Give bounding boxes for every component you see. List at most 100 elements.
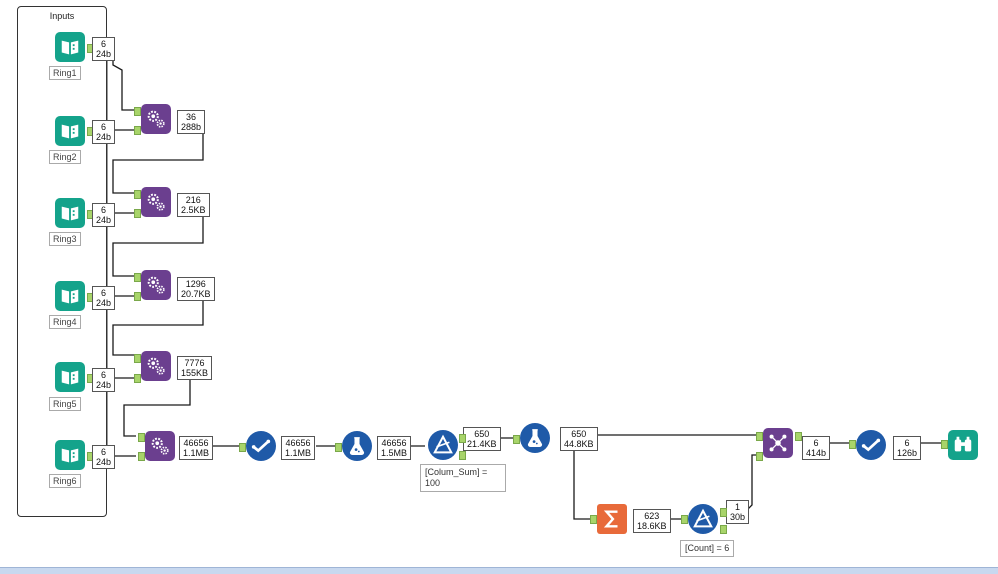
append-fields-tool-2[interactable] — [141, 187, 171, 217]
wire-append2-append3 — [112, 208, 204, 277]
input-anchor[interactable] — [134, 292, 141, 301]
select-check-icon — [861, 438, 881, 452]
tool-label-ring1: Ring1 — [49, 66, 81, 80]
filter-triangle-icon — [693, 508, 713, 528]
wire-formula2-summarize — [573, 450, 592, 520]
join-multiple-icon — [769, 434, 787, 452]
browse-tool[interactable] — [948, 430, 978, 460]
tool-label-ring3: Ring3 — [49, 232, 81, 246]
input-anchor[interactable] — [134, 209, 141, 218]
tool-label-ring4: Ring4 — [49, 315, 81, 329]
filter-tool-2[interactable] — [688, 504, 718, 534]
input-anchor[interactable] — [756, 452, 763, 461]
input-tool-ring6[interactable] — [55, 440, 85, 470]
input-tool-ring5[interactable] — [55, 362, 85, 392]
input-anchor[interactable] — [335, 443, 342, 452]
filter-tool-1[interactable] — [428, 430, 458, 460]
false-anchor[interactable] — [459, 451, 466, 460]
formula-tool-1[interactable] — [342, 431, 372, 461]
formula-flask-icon — [349, 437, 365, 455]
formula-tool-2[interactable] — [520, 423, 550, 453]
append-fields-gears-icon — [147, 276, 165, 294]
wire-ring1-append1 — [112, 47, 136, 111]
wire-append1-append2 — [112, 126, 204, 194]
input-anchor[interactable] — [239, 443, 246, 452]
inputs-container[interactable]: Inputs — [17, 6, 107, 517]
select-tool-2[interactable] — [856, 430, 886, 460]
formula-flask-icon — [527, 429, 543, 447]
filter-triangle-icon — [433, 434, 453, 454]
append-fields-tool-3[interactable] — [141, 270, 171, 300]
tool-label-ring6: Ring6 — [49, 474, 81, 488]
summarize-sigma-icon — [603, 510, 618, 528]
browse-binoculars-icon — [954, 436, 972, 452]
wire-append4-append5 — [123, 376, 191, 437]
false-anchor[interactable] — [720, 525, 727, 534]
true-anchor[interactable] — [459, 434, 466, 443]
output-anchor[interactable] — [795, 432, 802, 441]
tool-label-ring2: Ring2 — [49, 150, 81, 164]
book-input-icon — [61, 206, 79, 221]
input-anchor[interactable] — [756, 432, 763, 441]
select-tool-1[interactable] — [246, 431, 276, 461]
join-multiple-tool[interactable] — [763, 428, 793, 458]
book-input-icon — [61, 448, 79, 463]
append-fields-tool-5[interactable] — [145, 431, 175, 461]
append-fields-tool-1[interactable] — [141, 104, 171, 134]
input-anchor[interactable] — [513, 435, 520, 444]
input-tool-ring3[interactable] — [55, 198, 85, 228]
book-input-icon — [61, 124, 79, 139]
input-anchor[interactable] — [138, 452, 145, 461]
append-fields-gears-icon — [147, 193, 165, 211]
book-input-icon — [61, 370, 79, 385]
input-tool-ring2[interactable] — [55, 116, 85, 146]
summarize-tool[interactable] — [597, 504, 627, 534]
input-tool-ring1[interactable] — [55, 32, 85, 62]
input-anchor[interactable] — [134, 273, 141, 282]
filter1-annotation: [Colum_Sum] = 100 — [420, 464, 506, 492]
tool-label-ring5: Ring5 — [49, 397, 81, 411]
input-anchor[interactable] — [941, 440, 948, 449]
input-anchor[interactable] — [590, 515, 597, 524]
true-anchor[interactable] — [720, 508, 727, 517]
input-anchor[interactable] — [134, 107, 141, 116]
input-anchor[interactable] — [134, 126, 141, 135]
filter2-annotation: [Count] = 6 — [680, 540, 735, 557]
input-anchor[interactable] — [134, 190, 141, 199]
append-fields-gears-icon — [147, 357, 165, 375]
wire-filter2-join — [746, 454, 758, 511]
append-fields-gears-icon — [147, 110, 165, 128]
append-fields-gears-icon — [151, 437, 169, 455]
input-tool-ring4[interactable] — [55, 281, 85, 311]
input-anchor[interactable] — [134, 374, 141, 383]
canvas-bottom-border — [0, 567, 998, 574]
input-anchor[interactable] — [134, 354, 141, 363]
book-input-icon — [61, 40, 79, 55]
container-title: Inputs — [49, 11, 75, 21]
input-anchor[interactable] — [681, 515, 688, 524]
input-anchor[interactable] — [849, 440, 856, 449]
input-anchor[interactable] — [138, 433, 145, 442]
append-fields-tool-4[interactable] — [141, 351, 171, 381]
book-input-icon — [61, 289, 79, 304]
